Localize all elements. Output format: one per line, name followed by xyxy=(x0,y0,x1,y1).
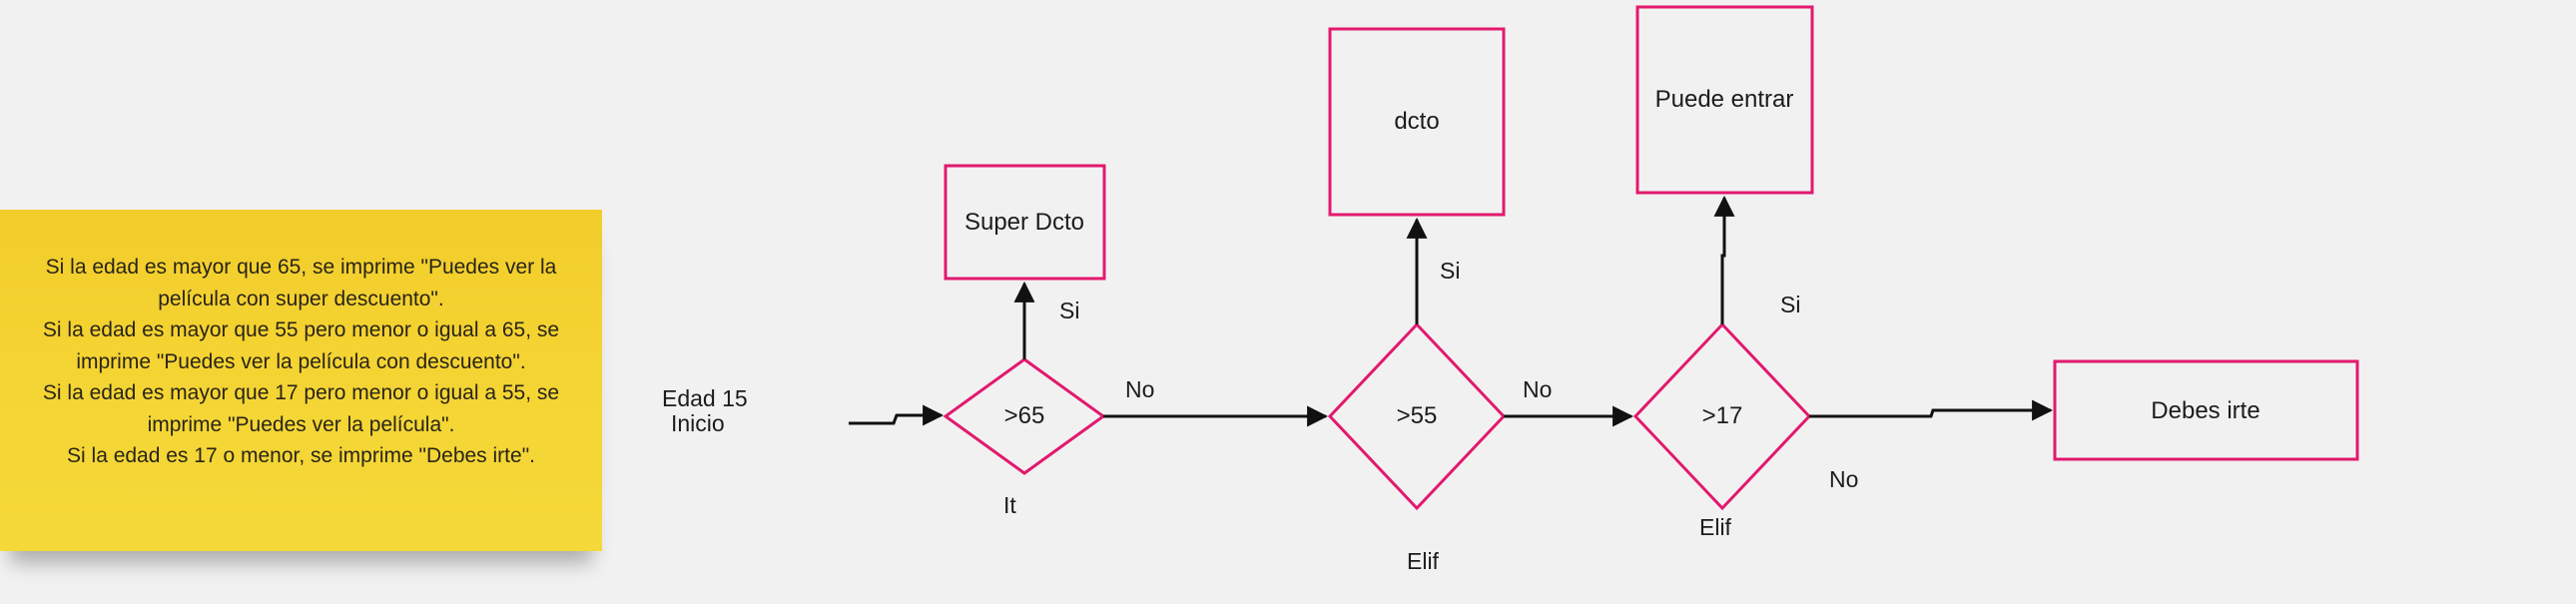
sticky-note-line: película con super descuento". xyxy=(158,287,444,310)
sticky-note-line: imprime "Puedes ver la película con desc… xyxy=(76,349,526,373)
connector-17-to-puede xyxy=(1713,195,1735,324)
start-label: Inicio xyxy=(671,410,725,436)
edge-label-yes: Si xyxy=(1059,298,1080,323)
decision-caption: Elif xyxy=(1407,548,1439,574)
edge-label-no: No xyxy=(1829,466,1859,492)
decision-55-diamond[interactable] xyxy=(1327,321,1507,511)
super-dcto-box[interactable] xyxy=(944,164,1106,281)
sticky-note-line: Si la edad es mayor que 17 pero menor o … xyxy=(42,381,560,404)
decision-65-diamond[interactable] xyxy=(943,357,1106,475)
super-dcto-text: Super Dcto xyxy=(964,209,1085,236)
start-age-label: Edad 15 xyxy=(662,385,748,411)
sticky-note-line: imprime "Puedes ver la película". xyxy=(147,412,455,436)
edge-label-yes: Si xyxy=(1780,292,1801,317)
start-connector xyxy=(849,404,945,426)
puede-entrar-box[interactable] xyxy=(1635,5,1814,195)
puede-entrar-text: Puede entrar xyxy=(1654,86,1794,113)
decision-caption: Elif xyxy=(1699,514,1731,540)
sticky-note-line: Si la edad es mayor que 55 pero menor o … xyxy=(42,318,560,341)
sticky-note-line: Si la edad es 17 o menor, se imprime "De… xyxy=(67,444,535,467)
decision-17-diamond[interactable] xyxy=(1632,321,1812,511)
debes-irte-text: Debes irte xyxy=(2151,397,2260,424)
edge-label-no: No xyxy=(1523,376,1553,402)
decision-55-text: >55 xyxy=(1396,402,1438,429)
edge-label-yes: Si xyxy=(1440,258,1461,284)
sticky-note[interactable]: Si la edad es mayor que 65, se imprime "… xyxy=(0,210,602,551)
edge-label-no: No xyxy=(1125,376,1155,402)
debes-irte-box[interactable] xyxy=(2053,359,2359,461)
connector-17-to-debes xyxy=(1809,399,2054,421)
sticky-note-line: Si la edad es mayor que 65, se imprime "… xyxy=(45,256,557,279)
decision-17-text: >17 xyxy=(1701,402,1743,429)
decision-caption: It xyxy=(1003,492,1016,518)
dcto-box[interactable] xyxy=(1328,27,1506,217)
dcto-text: dcto xyxy=(1394,108,1440,135)
decision-65-text: >65 xyxy=(1003,402,1045,429)
